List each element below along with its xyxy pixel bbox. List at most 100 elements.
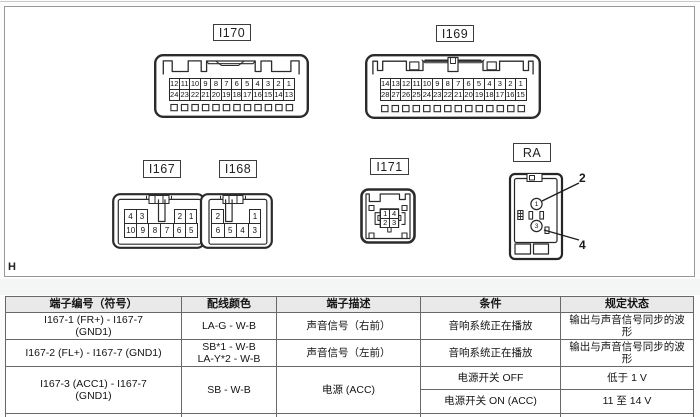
pin-cell: 1	[514, 79, 525, 89]
cell-wire-color: SB - W-B	[181, 366, 277, 414]
pin-cell: 3	[248, 224, 260, 238]
pin-cell: 4	[483, 79, 494, 89]
pin-cell: 4	[389, 209, 398, 218]
pin-cell: 5	[184, 224, 197, 238]
cell-description: 声音信号（左前）	[276, 339, 421, 367]
col-header-condition: 条件	[420, 296, 561, 313]
pin-cell: 25	[410, 90, 421, 100]
cell-condition: 电源开关 OFF	[420, 366, 561, 390]
table-header-row: 端子编号（符号） 配线颜色 端子描述 条件 规定状态	[5, 296, 694, 313]
pin-cell: 18	[483, 90, 494, 100]
pin-cell: 2	[215, 211, 221, 221]
pin-cell: 4	[251, 79, 262, 89]
pin-cell: 1	[283, 79, 293, 89]
cell-state: 输出与声音信号同步的波 形	[560, 312, 694, 340]
pin-cell: 3	[494, 79, 504, 89]
col-header-description: 端子描述	[276, 296, 421, 313]
cell-description: 声音信号（右前）	[276, 312, 421, 340]
pin-cell: 16	[504, 90, 515, 100]
pin-cell: 15	[262, 90, 273, 100]
pin-cell: 22	[442, 90, 452, 100]
pin-cell: 4	[235, 224, 248, 238]
pin-cell: 3	[262, 79, 272, 89]
pin-cell: 2	[504, 79, 515, 89]
cell-wire-color: SB*1 - W-B LA-Y*2 - W-B	[181, 339, 277, 367]
ra-pin-number: 1	[534, 200, 539, 208]
cell-terminal: I167-1 (FR+) - I167-7 (GND1)	[5, 312, 182, 340]
pin-cell: 20	[462, 90, 473, 100]
pin-cell: 19	[220, 90, 231, 100]
pin-cell: 8	[442, 79, 452, 89]
pin-cell: 15	[514, 90, 525, 100]
pin-cell: 17	[494, 90, 505, 100]
pin-cell: 3	[135, 210, 148, 224]
table-row: I167-2 (FL+) - I167-7 (GND1) SB*1 - W-B …	[5, 339, 694, 367]
pin-cell: 13	[389, 79, 400, 89]
pin-cell: 10	[189, 79, 200, 89]
pin-cell: 28	[381, 90, 390, 100]
connector-diagram-panel: I170 I169 I167 I168 I171 RA	[4, 6, 695, 278]
cell-state: 11 至 14 V	[560, 389, 694, 414]
pin-cell: 9	[199, 79, 210, 89]
pin-cell: 7	[452, 79, 462, 89]
pin-cell: 5	[473, 79, 483, 89]
cell-condition: 音响系统正在播放	[420, 312, 561, 340]
cell-description: 电源 (ACC)	[276, 366, 421, 414]
pin-cell: 1	[383, 209, 388, 219]
pin-cell: 23	[178, 90, 189, 100]
ra-pin-number: 3	[534, 222, 539, 230]
pin-cell: 27	[389, 90, 400, 100]
pin-cell: 18	[231, 90, 241, 100]
pin-cell: 6	[462, 79, 473, 89]
pin-grid-i168-top-right: 1	[248, 209, 262, 225]
pin-cell: 12	[170, 79, 179, 89]
pin-cell: 8	[210, 79, 220, 89]
connector-drawing-ra	[508, 172, 580, 261]
pin-cell: 8	[148, 224, 160, 238]
pin-cell: 13	[283, 90, 294, 100]
connector-label-i169: I169	[436, 25, 474, 42]
cell-condition: 音响系统正在播放	[420, 339, 561, 367]
cell-state: 低于 1 V	[560, 366, 694, 390]
cell-condition: 电源开关 ON (ACC)	[420, 389, 561, 414]
top-rule	[0, 1, 700, 2]
pin-cell: 17	[241, 90, 252, 100]
pin-cell: 6	[231, 79, 241, 89]
pin-cell: 11	[410, 79, 421, 89]
pin-cell: 26	[400, 90, 411, 100]
pin-cell: 9	[136, 224, 148, 238]
ra-callout-2: 2	[579, 171, 586, 185]
pin-cell: 24	[170, 90, 179, 100]
cell-terminal: I167-3 (ACC1) - I167-7 (GND1)	[5, 366, 182, 414]
connector-label-i168: I168	[219, 160, 257, 178]
cell-wire-color: LA-G - W-B	[181, 312, 277, 340]
pin-cell: 16	[251, 90, 262, 100]
pin-cell: 14	[381, 79, 390, 89]
pin-cell: 5	[241, 79, 251, 89]
pin-cell: 9	[431, 79, 442, 89]
col-header-state: 规定状态	[560, 296, 694, 313]
pin-cell: 6	[215, 225, 221, 235]
pin-cell: 21	[452, 90, 463, 100]
table-row: I167-1 (FR+) - I167-7 (GND1) LA-G - W-B …	[5, 312, 694, 340]
pin-cell: 14	[272, 90, 283, 100]
pin-cell: 22	[189, 90, 200, 100]
pin-cell: 3	[389, 218, 398, 227]
pin-cell: 6	[172, 224, 185, 238]
pin-cell: 23	[431, 90, 442, 100]
ra-callout-4: 4	[579, 238, 586, 252]
pin-cell: 2	[383, 218, 388, 228]
col-header-terminal: 端子编号（符号）	[5, 296, 182, 313]
table-row-partial	[5, 413, 694, 417]
pin-cell: 5	[223, 224, 236, 238]
pin-cell: 2	[272, 79, 283, 89]
pin-cell: 10	[421, 79, 432, 89]
pin-cell: 4	[128, 211, 133, 221]
connector-label-ra: RA	[513, 143, 551, 162]
pin-cell: 7	[160, 224, 172, 238]
col-header-wire-color: 配线颜色	[181, 296, 277, 313]
